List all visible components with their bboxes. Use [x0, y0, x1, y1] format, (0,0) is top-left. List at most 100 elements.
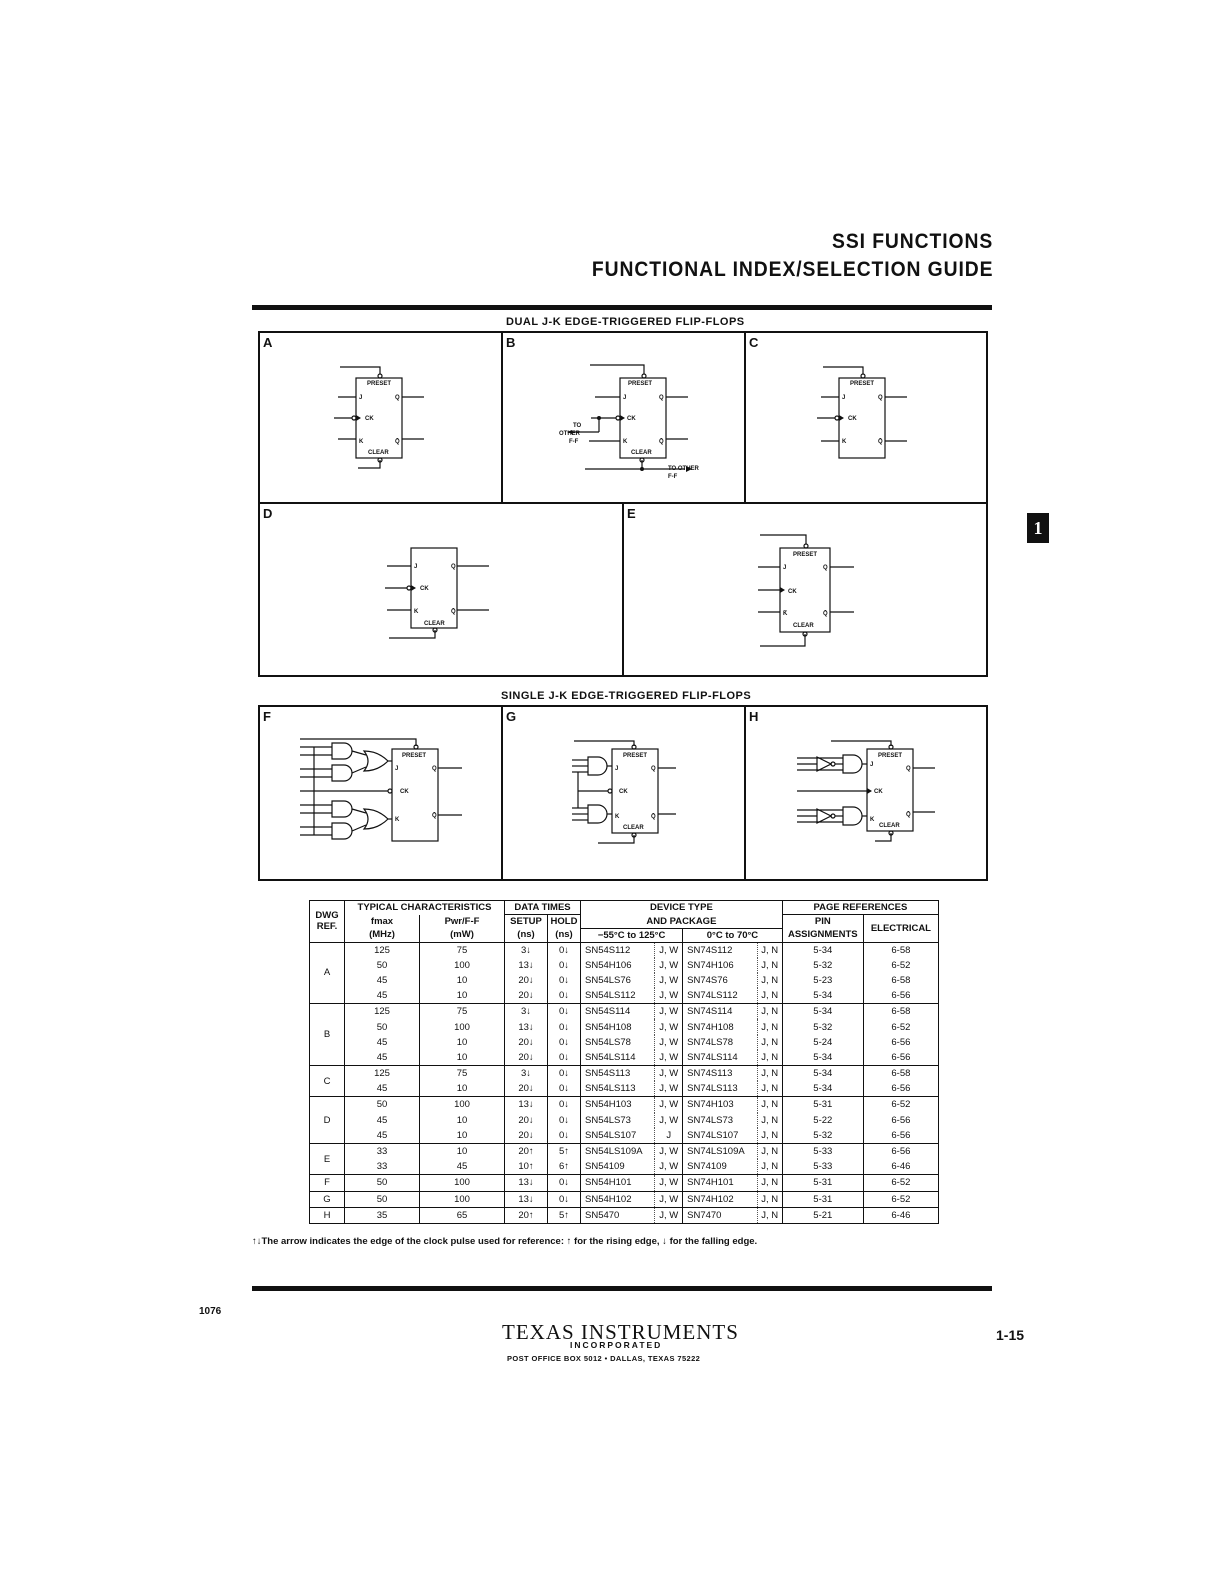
label-q: Q — [878, 395, 883, 401]
fmax-cell: 45 — [344, 1049, 420, 1066]
label-j: J — [783, 565, 786, 571]
label-clear: CLEAR — [623, 825, 644, 831]
fmax-cell: 33 — [344, 1143, 420, 1160]
mil-package-cell: J, W — [654, 1034, 683, 1050]
label-to-other-right-2: F-F — [668, 474, 678, 480]
setup-cell: 13↓ — [504, 1096, 548, 1113]
setup-cell: 20↓ — [504, 1112, 548, 1128]
pwr-cell: 45 — [419, 1159, 505, 1176]
mil-device-cell: SN54LS112 — [579, 988, 655, 1005]
label-qbar: Q̄ — [878, 438, 883, 445]
pwr-cell: 100 — [419, 1096, 505, 1113]
col-group-typical: TYPICAL CHARACTERISTICS — [344, 900, 505, 915]
com-device-cell: SN74H101 — [682, 1174, 758, 1192]
com-package-cell: J, N — [756, 1207, 783, 1224]
label-preset: PRESET — [402, 753, 426, 759]
flip-flop-diagram-f: PRESET J Q CK K Q̄ — [300, 738, 462, 842]
hold-cell: 0↓ — [547, 1112, 581, 1128]
pwr-cell: 10 — [419, 1112, 505, 1128]
dwg-ref-cell: E — [309, 1143, 345, 1176]
com-device-cell: SN74S76 — [682, 972, 758, 989]
label-to-other-3: F-F — [569, 439, 579, 445]
label-preset: PRESET — [850, 381, 874, 387]
label-preset: PRESET — [623, 753, 647, 759]
electrical-ref-cell: 6-46 — [862, 1207, 940, 1224]
electrical-ref-cell: 6-58 — [862, 972, 940, 989]
com-device-cell: SN7470 — [682, 1207, 758, 1224]
mil-device-cell: SN54LS114 — [579, 1049, 655, 1066]
hold-cell: 0↓ — [547, 1081, 581, 1098]
pwr-cell: 10 — [419, 1081, 505, 1098]
label-k: K — [359, 439, 364, 445]
label-preset: PRESET — [878, 753, 902, 759]
com-device-cell: SN74LS107 — [682, 1127, 758, 1144]
com-package-cell: J, N — [756, 1127, 783, 1144]
mil-package-cell: J, W — [654, 1174, 683, 1192]
hold-cell: 0↓ — [547, 1065, 581, 1082]
com-device-cell: SN74LS73 — [682, 1112, 758, 1128]
dwg-ref-cell: F — [309, 1174, 345, 1192]
flip-flop-diagram-b: PRESET J Q CK K Q̄ CLEAR TO OTHER F-F TO… — [559, 364, 700, 480]
fmax-cell: 33 — [344, 1159, 420, 1176]
pin-ref-cell: 5-34 — [781, 1003, 864, 1020]
electrical-ref-cell: 6-52 — [862, 1191, 940, 1208]
com-device-cell: SN74S113 — [682, 1065, 758, 1082]
col-group-page-refs: PAGE REFERENCES — [781, 900, 940, 915]
com-package-cell: J, N — [756, 1003, 783, 1020]
hold-cell: 0↓ — [547, 1174, 581, 1192]
mil-device-cell: SN54H103 — [579, 1096, 655, 1113]
pwr-cell: 10 — [419, 1034, 505, 1050]
setup-cell: 20↓ — [504, 1081, 548, 1098]
com-device-cell: SN74LS78 — [682, 1034, 758, 1050]
label-j: J — [842, 395, 845, 401]
mil-package-cell: J, W — [654, 942, 683, 958]
com-package-cell: J, N — [756, 1049, 783, 1066]
com-package-cell: J, N — [756, 1034, 783, 1050]
company-address: POST OFFICE BOX 5012 • DALLAS, TEXAS 752… — [507, 1354, 701, 1363]
hold-cell: 0↓ — [547, 957, 581, 973]
hold-cell: 6↑ — [547, 1159, 581, 1176]
electrical-ref-cell: 6-56 — [862, 1081, 940, 1098]
hold-cell: 0↓ — [547, 1191, 581, 1208]
bottom-rule — [252, 1286, 992, 1291]
pwr-cell: 75 — [419, 1065, 505, 1082]
label-to-other-1: TO — [573, 423, 582, 429]
label-j: J — [615, 766, 618, 772]
col-setup: SETUP — [504, 914, 548, 928]
electrical-ref-cell: 6-52 — [862, 957, 940, 973]
label-k: K — [615, 814, 620, 820]
com-device-cell: SN74LS112 — [682, 988, 758, 1005]
label-clear: CLEAR — [879, 823, 900, 829]
pin-ref-cell: 5-21 — [781, 1207, 864, 1224]
com-device-cell: SN74LS114 — [682, 1049, 758, 1066]
hold-cell: 5↑ — [547, 1143, 581, 1160]
dwg-ref-cell: D — [309, 1096, 345, 1144]
fmax-cell: 50 — [344, 957, 420, 973]
setup-cell: 13↓ — [504, 957, 548, 973]
electrical-ref-cell: 6-58 — [862, 942, 940, 958]
pin-ref-cell: 5-32 — [781, 1019, 864, 1035]
mil-package-cell: J, W — [654, 972, 683, 989]
electrical-ref-cell: 6-56 — [862, 988, 940, 1005]
label-k: K — [842, 439, 847, 445]
page-title-line-1: SSI FUNCTIONS — [831, 230, 993, 253]
setup-cell: 20↑ — [504, 1143, 548, 1160]
col-pwr: Pwr/F-F — [419, 914, 505, 928]
electrical-ref-cell: 6-56 — [862, 1143, 940, 1160]
pwr-cell: 100 — [419, 1019, 505, 1035]
com-package-cell: J, N — [756, 1191, 783, 1208]
pin-ref-cell: 5-22 — [781, 1112, 864, 1128]
company-incorporated: INCORPORATED — [570, 1340, 663, 1350]
mil-package-cell: J, W — [654, 957, 683, 973]
pin-ref-cell: 5-31 — [781, 1191, 864, 1208]
pin-ref-cell: 5-33 — [781, 1143, 864, 1160]
mil-device-cell: SN5470 — [579, 1207, 655, 1224]
label-q: Q — [906, 766, 911, 772]
flip-flop-diagram-e: PRESET J Q CK K̄ Q̄ CLEAR — [758, 534, 854, 647]
